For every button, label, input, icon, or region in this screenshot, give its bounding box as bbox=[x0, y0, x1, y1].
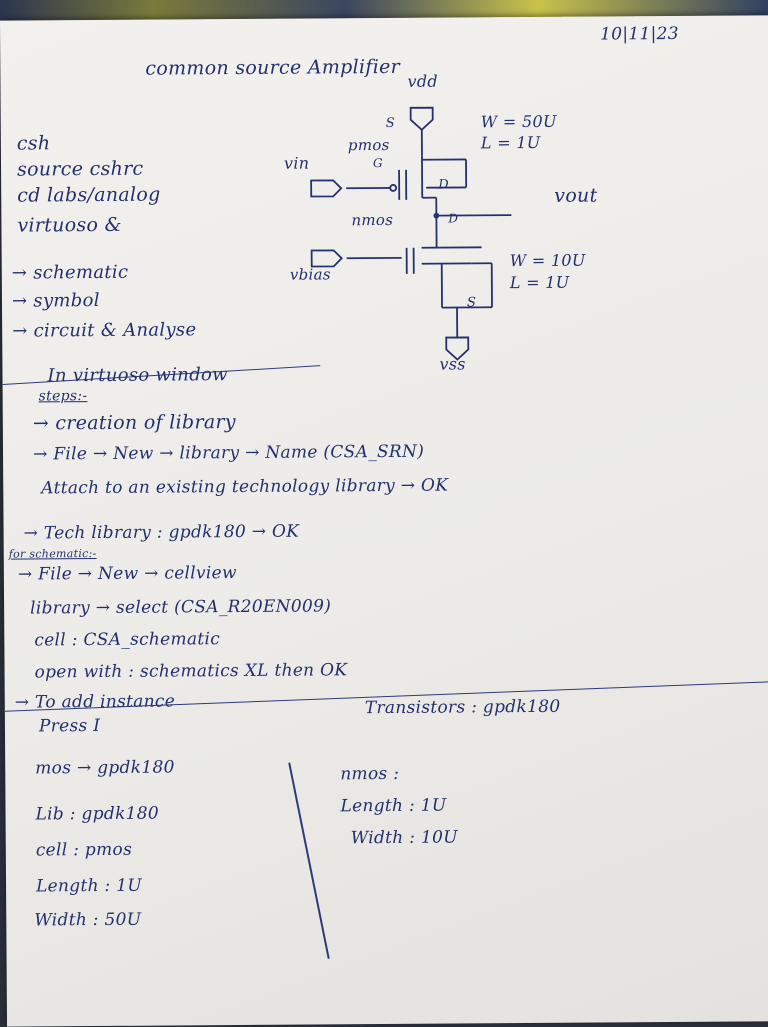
drain-label-top: D bbox=[438, 178, 449, 193]
note-line: cd labs/analog bbox=[17, 184, 160, 207]
instance-length: Length : 1U bbox=[36, 876, 142, 897]
page-title: common source Amplifier bbox=[145, 56, 400, 80]
vss-label: vss bbox=[439, 354, 466, 373]
instance-line: → To add instance bbox=[15, 691, 175, 712]
schematic-step: cell : CSA_schematic bbox=[34, 629, 220, 650]
pmos-label: pmos bbox=[348, 136, 390, 154]
date: 10|11|23 bbox=[600, 24, 679, 45]
note-line: source cshrc bbox=[17, 158, 144, 181]
instance-lib: Lib : gpdk180 bbox=[35, 804, 159, 825]
for-schematic-label: for schematic:- bbox=[9, 547, 97, 561]
schematic-step: → File → New → cellview bbox=[18, 563, 237, 585]
transistors-nmos: nmos : bbox=[340, 764, 399, 784]
notebook-page: 10|11|23 common source Amplifier bbox=[0, 15, 768, 1026]
vdd-label: vdd bbox=[407, 72, 438, 91]
transistors-width: Width : 10U bbox=[351, 828, 458, 849]
source-label-bottom: S bbox=[467, 295, 476, 310]
steps-intro: In virtuoso window bbox=[47, 364, 227, 386]
instance-mos: mos → gpdk180 bbox=[35, 757, 175, 778]
vin-label: vin bbox=[284, 154, 310, 173]
vout-label: vout bbox=[554, 185, 597, 207]
note-line: → schematic bbox=[12, 262, 129, 284]
nmos-length: L = 1U bbox=[510, 273, 570, 292]
schematic-step: library → select (CSA_R20EN009) bbox=[30, 596, 331, 618]
step-line: → File → New → library → Name (CSA_SRN) bbox=[33, 442, 424, 465]
instance-line: Press I bbox=[39, 716, 100, 736]
note-line: → circuit & Analyse bbox=[12, 319, 196, 341]
source-label-top: S bbox=[386, 116, 395, 131]
nmos-width: W = 10U bbox=[510, 251, 586, 271]
note-line: csh bbox=[17, 132, 51, 154]
step-line: Attach to an existing technology library… bbox=[41, 476, 448, 499]
drain-label-bottom: D bbox=[448, 211, 458, 225]
pmos-width: W = 50U bbox=[481, 112, 557, 132]
instance-width: Width : 50U bbox=[34, 910, 141, 931]
transistors-length: Length : 1U bbox=[340, 796, 446, 817]
vbias-label: vbias bbox=[290, 265, 331, 283]
pmos-length: L = 1U bbox=[481, 133, 541, 152]
gate-label: G bbox=[373, 156, 383, 170]
transistors-heading: Transistors : gpdk180 bbox=[365, 697, 561, 718]
schematic-step: open with : schematics XL then OK bbox=[34, 660, 347, 682]
column-divider bbox=[288, 762, 329, 958]
step-line: → Tech library : gpdk180 → OK bbox=[24, 522, 300, 544]
note-line: → symbol bbox=[12, 290, 100, 312]
note-line: virtuoso & bbox=[17, 214, 122, 237]
steps-label: steps:- bbox=[39, 388, 88, 404]
nmos-label: nmos bbox=[351, 211, 393, 229]
step-line: → creation of library bbox=[33, 411, 236, 434]
instance-cell: cell : pmos bbox=[36, 840, 132, 861]
